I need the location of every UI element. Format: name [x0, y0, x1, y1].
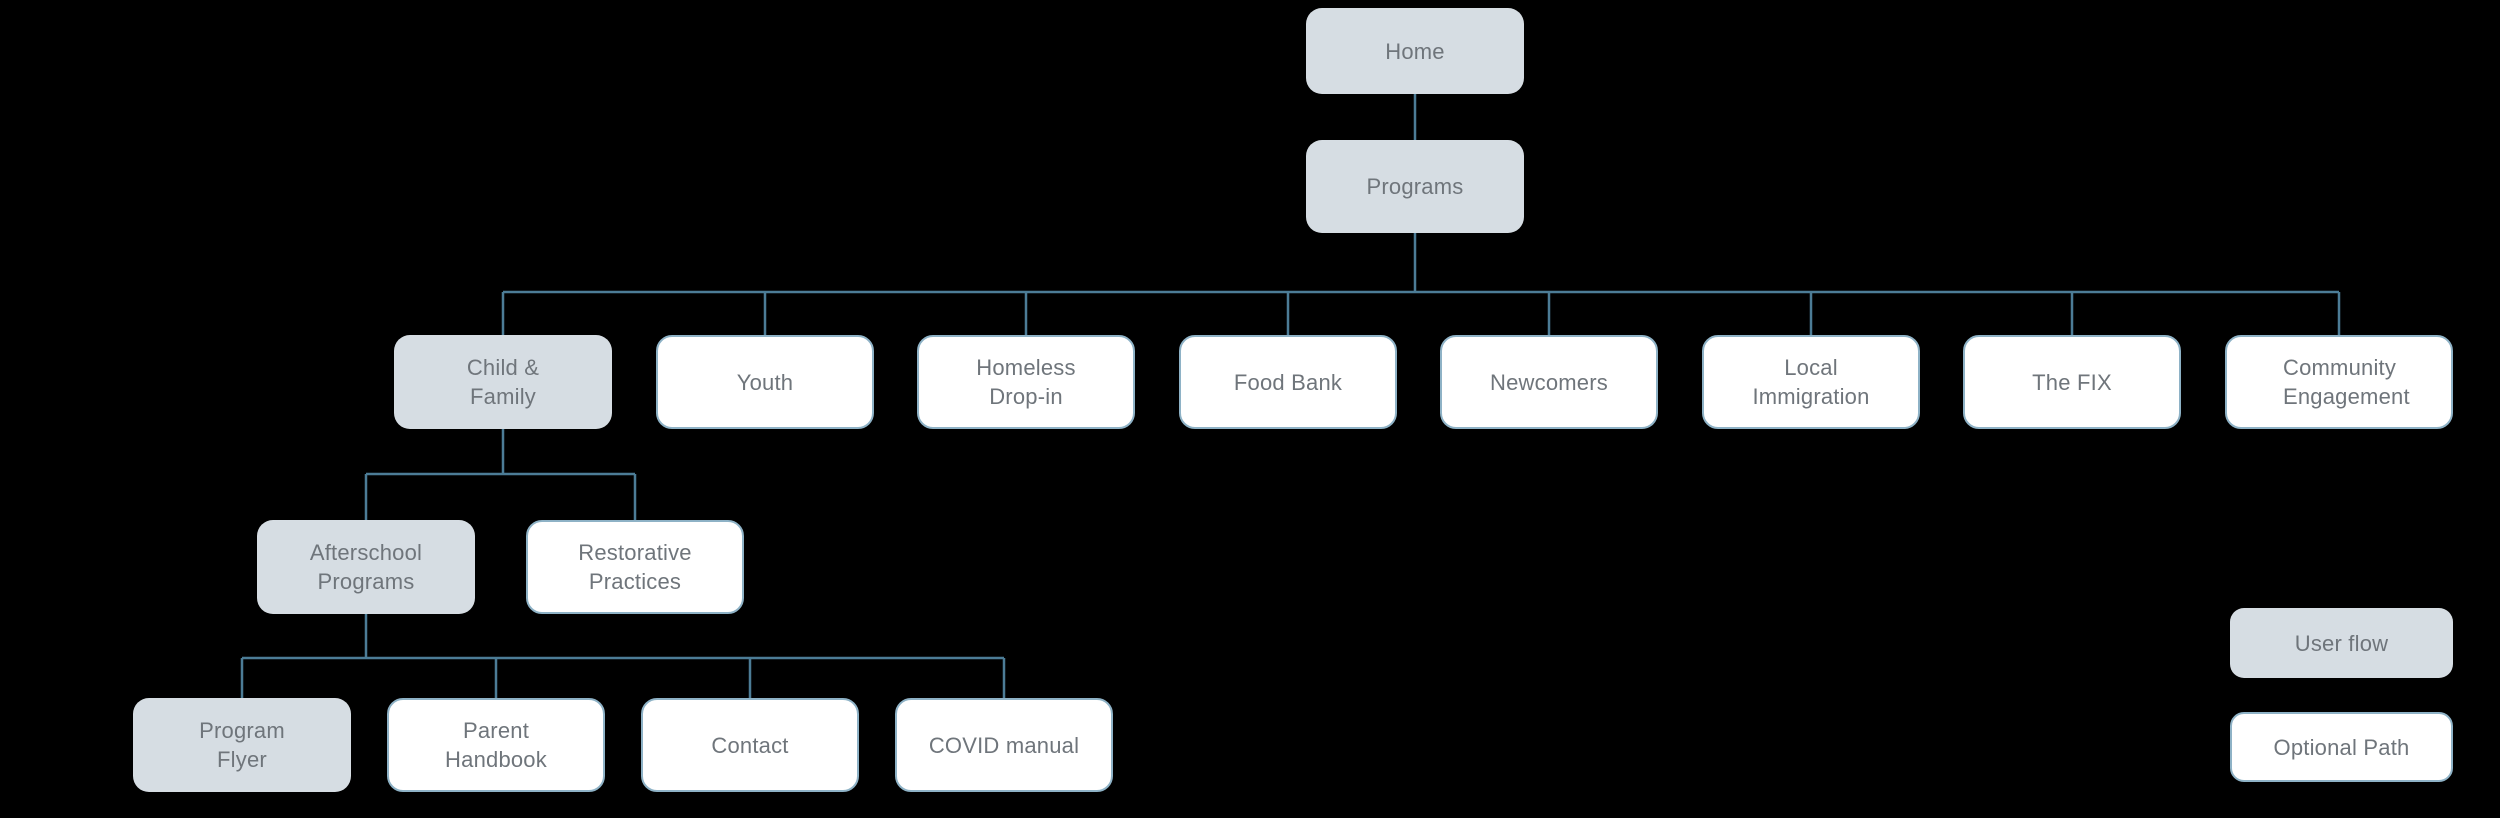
tree-connector-path: [240, 94, 2341, 698]
legend-user-flow: User flow: [2230, 608, 2453, 678]
node-youth[interactable]: Youth: [656, 335, 874, 429]
node-local-immigration[interactable]: Local Immigration: [1702, 335, 1920, 429]
legend-optional-path: Optional Path: [2230, 712, 2453, 782]
node-home[interactable]: Home: [1306, 8, 1524, 94]
node-covid-manual[interactable]: COVID manual: [895, 698, 1113, 792]
node-parent-handbook[interactable]: Parent Handbook: [387, 698, 605, 792]
node-community-engagement[interactable]: Community Engagement: [2225, 335, 2453, 429]
node-food-bank[interactable]: Food Bank: [1179, 335, 1397, 429]
node-the-fix[interactable]: The FIX: [1963, 335, 2181, 429]
node-programs[interactable]: Programs: [1306, 140, 1524, 233]
node-afterschool-programs[interactable]: Afterschool Programs: [257, 520, 475, 614]
node-restorative-practices[interactable]: Restorative Practices: [526, 520, 744, 614]
node-homeless-drop-in[interactable]: Homeless Drop-in: [917, 335, 1135, 429]
node-contact[interactable]: Contact: [641, 698, 859, 792]
node-program-flyer[interactable]: Program Flyer: [133, 698, 351, 792]
node-child-family[interactable]: Child & Family: [394, 335, 612, 429]
node-newcomers[interactable]: Newcomers: [1440, 335, 1658, 429]
